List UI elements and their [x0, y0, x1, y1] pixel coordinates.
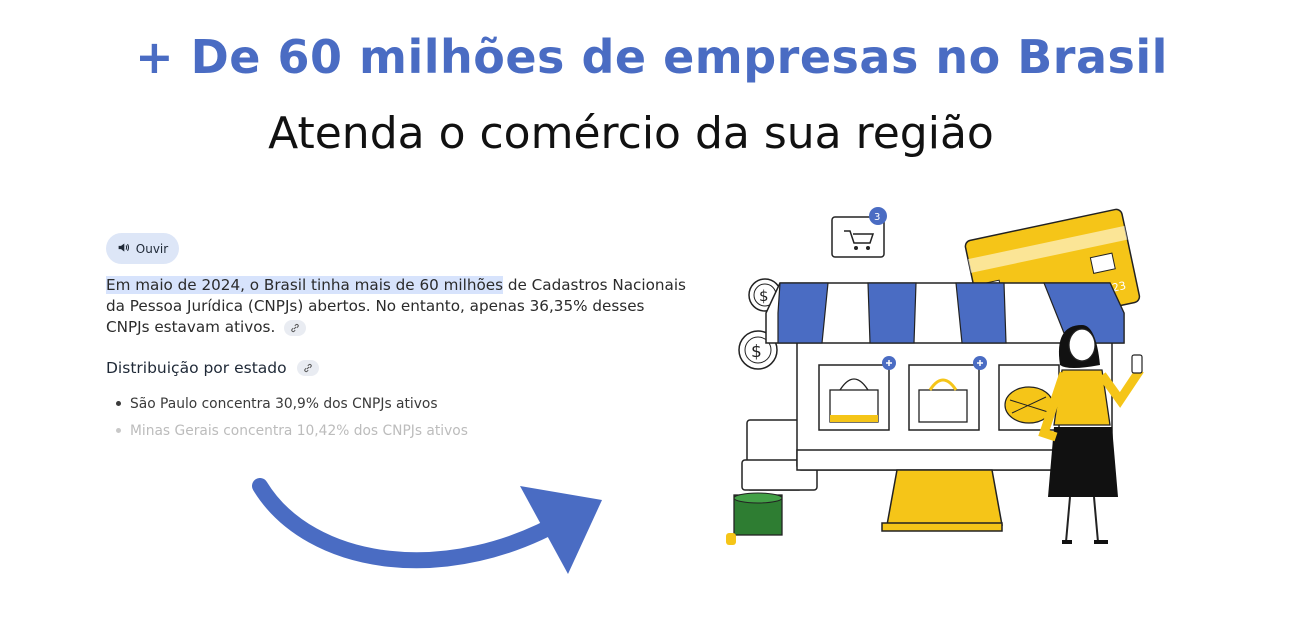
svg-text:$: $ — [751, 342, 762, 362]
list-item: São Paulo concentra 30,9% dos CNPJs ativ… — [116, 390, 468, 417]
shopping-bag-icon — [908, 356, 987, 431]
list-item-text: São Paulo concentra 30,9% dos CNPJs ativ… — [130, 395, 438, 412]
source-link-chip[interactable] — [284, 319, 307, 336]
bullet-dot — [116, 401, 121, 406]
link-icon — [291, 323, 299, 332]
shopping-cart-icon: 3 — [831, 207, 887, 258]
headline: + De 60 milhões de empresas no Brasil — [135, 30, 1168, 84]
svg-text:$: $ — [759, 287, 769, 305]
awning — [765, 282, 1125, 344]
money-stack-icon — [726, 492, 783, 545]
section-title: Distribuição por estado — [106, 359, 319, 377]
section-title-text: Distribuição por estado — [106, 359, 287, 377]
subheadline: Atenda o comércio da sua região — [268, 108, 994, 159]
list-item: Minas Gerais concentra 10,42% dos CNPJs … — [116, 417, 468, 444]
storefront-illustration: 123 3 $ $ — [726, 207, 1144, 545]
speaker-icon — [117, 241, 130, 257]
highlighted-text: Em maio de 2024, o Brasil tinha mais de … — [106, 276, 504, 294]
link-icon — [303, 363, 312, 373]
curved-arrow-icon — [252, 478, 602, 574]
list-item-text: Minas Gerais concentra 10,42% dos CNPJs … — [130, 422, 468, 439]
bullet-dot — [116, 428, 121, 433]
listen-button[interactable]: Ouvir — [106, 233, 179, 264]
state-list: São Paulo concentra 30,9% dos CNPJs ativ… — [116, 390, 468, 444]
listen-button-label: Ouvir — [135, 241, 169, 256]
section-link-chip[interactable] — [296, 360, 319, 376]
svg-text:3: 3 — [874, 212, 880, 223]
purse-icon — [998, 364, 1060, 431]
handbag-icon — [818, 356, 896, 431]
paragraph-text: de Cadastros Nacionais da Pessoa Jurídic… — [106, 276, 686, 336]
intro-paragraph: Em maio de 2024, o Brasil tinha mais de … — [106, 275, 686, 338]
woman-figure — [1038, 325, 1144, 544]
